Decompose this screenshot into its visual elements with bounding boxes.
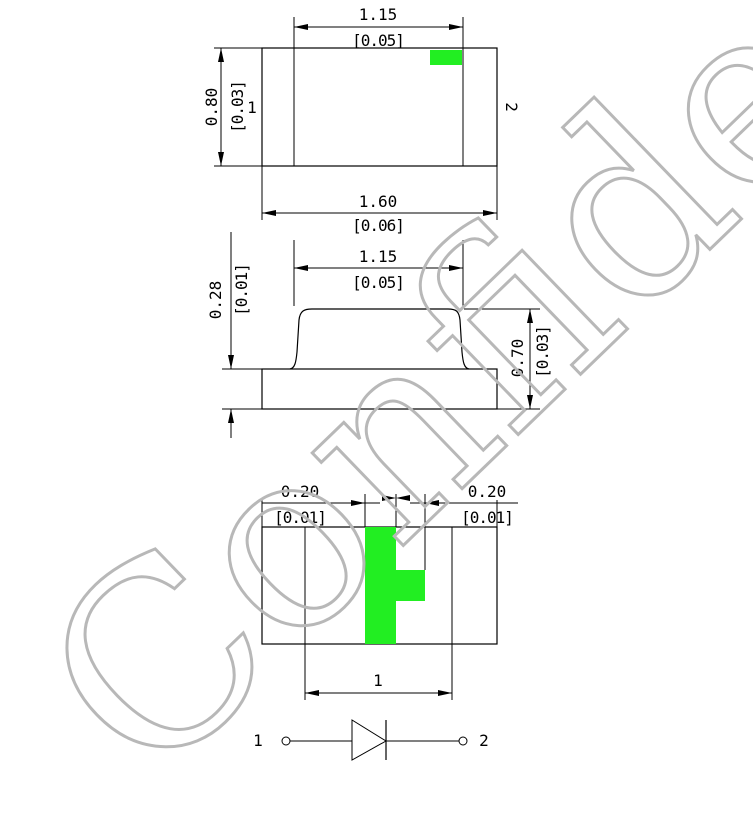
side-dim-left-inch-label: [0.01] bbox=[232, 264, 251, 316]
pin-1-marker: 1 bbox=[247, 98, 257, 117]
side-dim-left-label: 0.28 bbox=[206, 281, 225, 320]
side-view-substrate bbox=[261, 368, 498, 410]
side-dim-right-inch-label: [0.03] bbox=[533, 326, 552, 378]
arrow-head bbox=[483, 210, 497, 216]
polarity-marker bbox=[430, 50, 462, 65]
arrow-head bbox=[449, 265, 463, 271]
arrow-head bbox=[449, 24, 463, 30]
side-view-lens bbox=[289, 308, 470, 370]
diode-schematic: 1 2 bbox=[253, 719, 489, 761]
arrow-head bbox=[262, 210, 276, 216]
pin-2-marker: 2 bbox=[502, 102, 521, 112]
top-view: 1.15 [0.05] 0.80 [0.03] 1 1 2 1.60 [0.06… bbox=[202, 5, 521, 235]
dim-top-label: 1.15 bbox=[359, 5, 398, 24]
polarity-pad bbox=[365, 527, 425, 644]
dim-left-label: 0.80 bbox=[202, 88, 221, 127]
arrow-head bbox=[382, 495, 396, 501]
schematic-pin-2-label: 2 bbox=[479, 731, 489, 750]
side-dim-top-inch-label: [0.05] bbox=[352, 273, 404, 292]
diode-triangle bbox=[351, 719, 387, 761]
arrow-head bbox=[218, 152, 224, 166]
arrow-head bbox=[438, 690, 452, 696]
arrow-head bbox=[527, 309, 533, 323]
bottom-dim-label: 1 bbox=[373, 671, 383, 690]
arrow-head bbox=[425, 500, 439, 506]
arrow-head bbox=[294, 265, 308, 271]
arrow-head bbox=[294, 24, 308, 30]
arrow-head bbox=[228, 409, 234, 423]
dim-top-inch-label: [0.05] bbox=[352, 31, 404, 50]
bottom-view: 0.20 [0.01] 0.20 [0.01] 1 bbox=[261, 482, 518, 700]
arrow-head bbox=[396, 495, 410, 501]
side-dim-right-label: 0.70 bbox=[508, 339, 527, 378]
schematic-pin-1-label: 1 bbox=[253, 731, 263, 750]
dim-left-inch-label: [0.03] bbox=[228, 81, 247, 133]
bottom-dim-left-inch-label: [0.01] bbox=[274, 508, 326, 527]
bottom-dim-right-inch-label: [0.01] bbox=[461, 508, 513, 527]
arrow-head bbox=[228, 355, 234, 369]
side-dim-top-label: 1.15 bbox=[359, 247, 398, 266]
dim-bottom-inch-label: [0.06] bbox=[352, 216, 404, 235]
arrow-head bbox=[351, 500, 365, 506]
dim-bottom-label: 1.60 bbox=[359, 192, 398, 211]
arrow-head bbox=[527, 395, 533, 409]
side-view: 1.15 [0.05] 0.28 [0.01] 0.70 [0.03] bbox=[206, 232, 552, 438]
top-view-body bbox=[261, 47, 498, 167]
arrow-head bbox=[305, 690, 319, 696]
arrow-head bbox=[218, 48, 224, 62]
bottom-dim-right-label: 0.20 bbox=[468, 482, 507, 501]
pin-2-terminal bbox=[458, 736, 468, 746]
bottom-dim-left-label: 0.20 bbox=[281, 482, 320, 501]
